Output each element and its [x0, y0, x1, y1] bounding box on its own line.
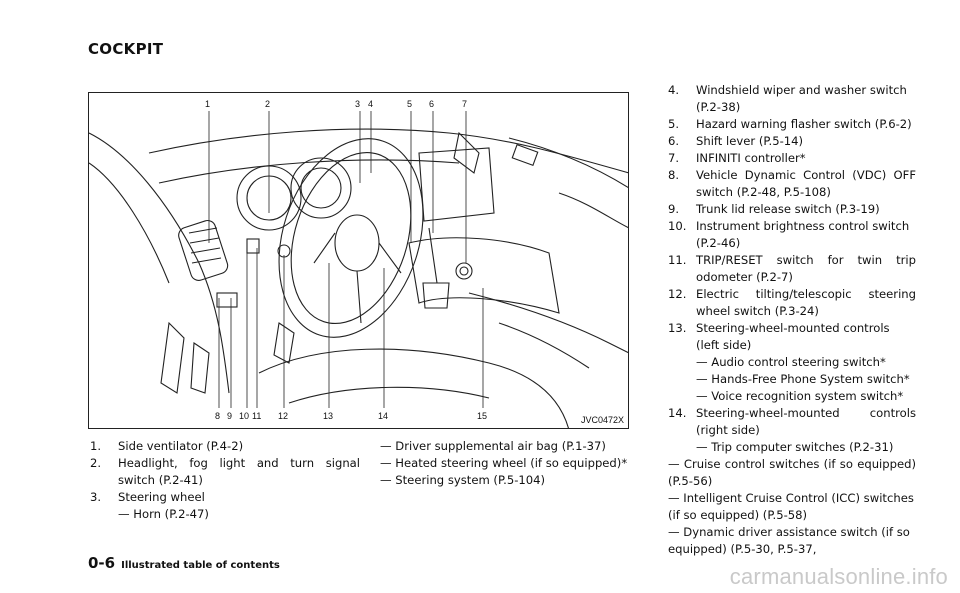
list-item: 9.Trunk lid release switch (P.3-19)	[668, 202, 880, 216]
sub-item: — Driver supplemental air bag (P.1-37)	[380, 439, 606, 453]
list-item: 5.Hazard warning flasher switch (P.6-2)	[668, 117, 912, 131]
page-number: 0-6	[88, 554, 116, 572]
callout-10: 10	[239, 411, 250, 421]
callout-13: 13	[323, 411, 334, 421]
list-item: 2.Headlight, fog light and turn signal s…	[90, 456, 360, 487]
list-item: 14.Steering-wheel-mounted controls (righ…	[668, 406, 916, 437]
callout-9: 9	[227, 411, 233, 421]
sub-item: — Voice recognition system switch*	[696, 389, 904, 403]
callout-6: 6	[429, 99, 435, 109]
contents-column-3: 4.Windshield wiper and washer switch (P.…	[668, 82, 916, 558]
page-footer: 0-6 Illustrated table of contents	[88, 553, 280, 572]
callout-8: 8	[215, 411, 221, 421]
sub-item: — Dynamic driver assistance switch (if s…	[668, 525, 910, 556]
figure-code: JVC0472X	[580, 415, 624, 425]
callout-7: 7	[462, 99, 468, 109]
sub-item: — Cruise control switches (if so equippe…	[668, 457, 916, 488]
list-item: 1.Side ventilator (P.4-2)	[90, 439, 244, 453]
list-item: 7.INFINITI controller*	[668, 151, 806, 165]
cockpit-drawing	[89, 111, 628, 428]
list-item: 3.Steering wheel	[90, 490, 205, 504]
callout-2: 2	[265, 99, 271, 109]
sub-item: — Intelligent Cruise Control (ICC) switc…	[668, 491, 914, 522]
section-title: COCKPIT	[88, 40, 164, 58]
footer-title: Illustrated table of contents	[121, 560, 280, 571]
watermark: carmanualsonline.info	[729, 564, 948, 589]
list-item: 12.Electric tilting/telescopic steering …	[668, 287, 916, 318]
callout-1: 1	[205, 99, 211, 109]
list-item: 4.Windshield wiper and washer switch (P.…	[668, 83, 907, 114]
sub-item: — Hands-Free Phone System switch*	[696, 372, 910, 386]
callout-5: 5	[407, 99, 413, 109]
callout-15: 15	[477, 411, 488, 421]
list-item: 8.Vehicle Dynamic Control (VDC) OFF swit…	[668, 168, 916, 199]
callout-12: 12	[278, 411, 289, 421]
cockpit-illustration: 1 2 3 4 5 6 7 8 9 10 11 12 13 14 15 JVC0…	[88, 92, 629, 429]
sub-item: — Audio control steering switch*	[696, 355, 886, 369]
sub-item: — Steering system (P.5-104)	[380, 473, 546, 487]
callout-11: 11	[252, 411, 262, 421]
list-item: 13.Steering-wheel-mounted controls (left…	[668, 321, 890, 352]
sub-item: — Trip computer switches (P.2-31)	[696, 440, 894, 454]
contents-column-2: — Driver supplemental air bag (P.1-37) —…	[380, 438, 632, 489]
list-item: 10.Instrument brightness control switch …	[668, 219, 910, 250]
contents-column-1: 1.Side ventilator (P.4-2) 2.Headlight, f…	[90, 438, 360, 523]
sub-item: — Horn (P.2-47)	[118, 507, 209, 521]
callout-4: 4	[368, 99, 374, 109]
list-item: 6.Shift lever (P.5-14)	[668, 134, 804, 148]
sub-item: — Heated steering wheel (if so equipped)…	[380, 456, 628, 470]
list-item: 11.TRIP/RESET switch for twin trip odome…	[668, 253, 916, 284]
callout-14: 14	[378, 411, 389, 421]
callout-3: 3	[355, 99, 361, 109]
